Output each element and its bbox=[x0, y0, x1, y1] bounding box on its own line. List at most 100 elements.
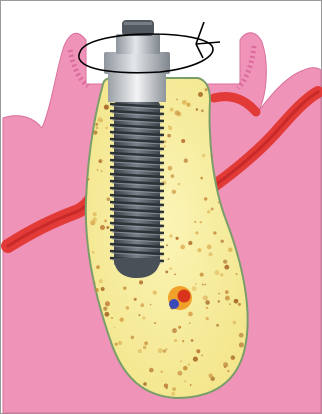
trabecular-dot bbox=[205, 300, 209, 304]
trabecular-dot bbox=[227, 370, 229, 372]
trabecular-dot bbox=[195, 231, 198, 234]
trabecular-dot bbox=[150, 304, 152, 306]
trabecular-dot bbox=[93, 212, 97, 216]
trabecular-dot bbox=[175, 110, 180, 115]
trabecular-dot bbox=[166, 244, 168, 246]
trabecular-dot bbox=[197, 248, 201, 252]
trabecular-dot bbox=[126, 306, 130, 310]
trabecular-dot bbox=[233, 321, 237, 325]
trabecular-dot bbox=[191, 339, 194, 342]
trabecular-dot bbox=[149, 368, 154, 373]
trabecular-dot bbox=[200, 177, 203, 180]
trabecular-dot bbox=[101, 160, 103, 162]
trabecular-dot bbox=[106, 226, 109, 229]
trabecular-dot bbox=[138, 349, 142, 353]
trabecular-dot bbox=[107, 198, 110, 201]
trabecular-dot bbox=[190, 384, 192, 386]
trabecular-dot bbox=[111, 317, 113, 319]
trabecular-dot bbox=[176, 237, 179, 240]
trabecular-dot bbox=[205, 88, 208, 91]
trabecular-dot bbox=[169, 267, 172, 270]
trabecular-dot bbox=[95, 125, 97, 127]
trabecular-dot bbox=[198, 92, 203, 97]
trabecular-dot bbox=[239, 342, 244, 347]
trabecular-dot bbox=[154, 322, 156, 324]
trabecular-dot bbox=[105, 301, 110, 306]
trabecular-dot bbox=[223, 259, 227, 263]
trabecular-dot bbox=[168, 258, 170, 260]
trabecular-dot bbox=[163, 349, 166, 352]
trabecular-dot bbox=[239, 333, 244, 338]
trabecular-dot bbox=[166, 348, 168, 350]
trabecular-dot bbox=[188, 363, 191, 366]
trabecular-dot bbox=[139, 280, 143, 284]
trabecular-dot bbox=[186, 103, 190, 107]
trabecular-dot bbox=[97, 169, 99, 171]
trabecular-dot bbox=[180, 361, 182, 363]
trabecular-dot bbox=[205, 284, 207, 286]
trabecular-dot bbox=[200, 273, 204, 277]
trabecular-dot bbox=[104, 105, 109, 110]
trabecular-dot bbox=[188, 241, 192, 245]
trabecular-dot bbox=[228, 248, 232, 252]
trabecular-dot bbox=[206, 317, 209, 320]
trabecular-dot bbox=[165, 270, 168, 273]
trabecular-dot bbox=[213, 231, 216, 234]
trabecular-dot bbox=[171, 174, 175, 178]
trabecular-dot bbox=[182, 100, 187, 105]
trabecular-dot bbox=[100, 225, 105, 230]
trabecular-dot bbox=[153, 290, 157, 294]
trabecular-dot bbox=[201, 354, 203, 356]
trabecular-dot bbox=[92, 217, 97, 222]
trabecular-dot bbox=[114, 326, 116, 328]
trabecular-dot bbox=[224, 265, 229, 270]
trabecular-dot bbox=[192, 286, 197, 291]
trabecular-dot bbox=[234, 299, 239, 304]
trabecular-dot bbox=[189, 322, 191, 324]
trabecular-dot bbox=[202, 284, 204, 286]
trabecular-dot bbox=[193, 357, 198, 362]
trabecular-dot bbox=[101, 119, 103, 121]
trabecular-dot bbox=[238, 303, 241, 306]
trabecular-dot bbox=[93, 130, 97, 134]
trabecular-dot bbox=[202, 154, 206, 158]
trabecular-dot bbox=[169, 234, 172, 237]
trabecular-dot bbox=[138, 314, 140, 316]
trabecular-dot bbox=[196, 349, 200, 353]
trabecular-dot bbox=[99, 279, 103, 283]
trabecular-dot bbox=[101, 170, 103, 172]
trabecular-dot bbox=[236, 273, 238, 275]
trabecular-dot bbox=[206, 307, 208, 309]
trabecular-dot bbox=[231, 355, 236, 360]
trabecular-dot bbox=[181, 139, 185, 143]
trabecular-dot bbox=[167, 134, 171, 138]
trabecular-dot bbox=[164, 140, 166, 142]
trabecular-dot bbox=[96, 126, 99, 129]
trabecular-dot bbox=[164, 145, 166, 147]
trabecular-dot bbox=[218, 202, 220, 204]
trabecular-dot bbox=[92, 251, 95, 254]
trabecular-dot bbox=[105, 127, 107, 129]
trabecular-dot bbox=[96, 265, 100, 269]
trabecular-dot bbox=[105, 312, 110, 317]
trabecular-dot bbox=[158, 348, 163, 353]
trabecular-dot bbox=[218, 300, 220, 302]
trabecular-dot bbox=[221, 240, 224, 243]
trabecular-dot bbox=[225, 290, 229, 294]
trabecular-dot bbox=[194, 221, 196, 223]
trabecular-dot bbox=[196, 108, 198, 110]
trabecular-dot bbox=[203, 295, 208, 300]
trabecular-dot bbox=[209, 374, 213, 378]
trabecular-dot bbox=[200, 221, 202, 223]
trabecular-dot bbox=[131, 336, 134, 339]
trabecular-dot bbox=[134, 298, 137, 301]
trabecular-dot bbox=[171, 392, 175, 396]
trabecular-dot bbox=[172, 328, 177, 333]
trabecular-dot bbox=[140, 303, 144, 307]
trabecular-dot bbox=[178, 326, 181, 329]
trabecular-dot bbox=[172, 190, 176, 194]
trabecular-dot bbox=[168, 166, 173, 171]
trabecular-dot bbox=[220, 273, 223, 276]
